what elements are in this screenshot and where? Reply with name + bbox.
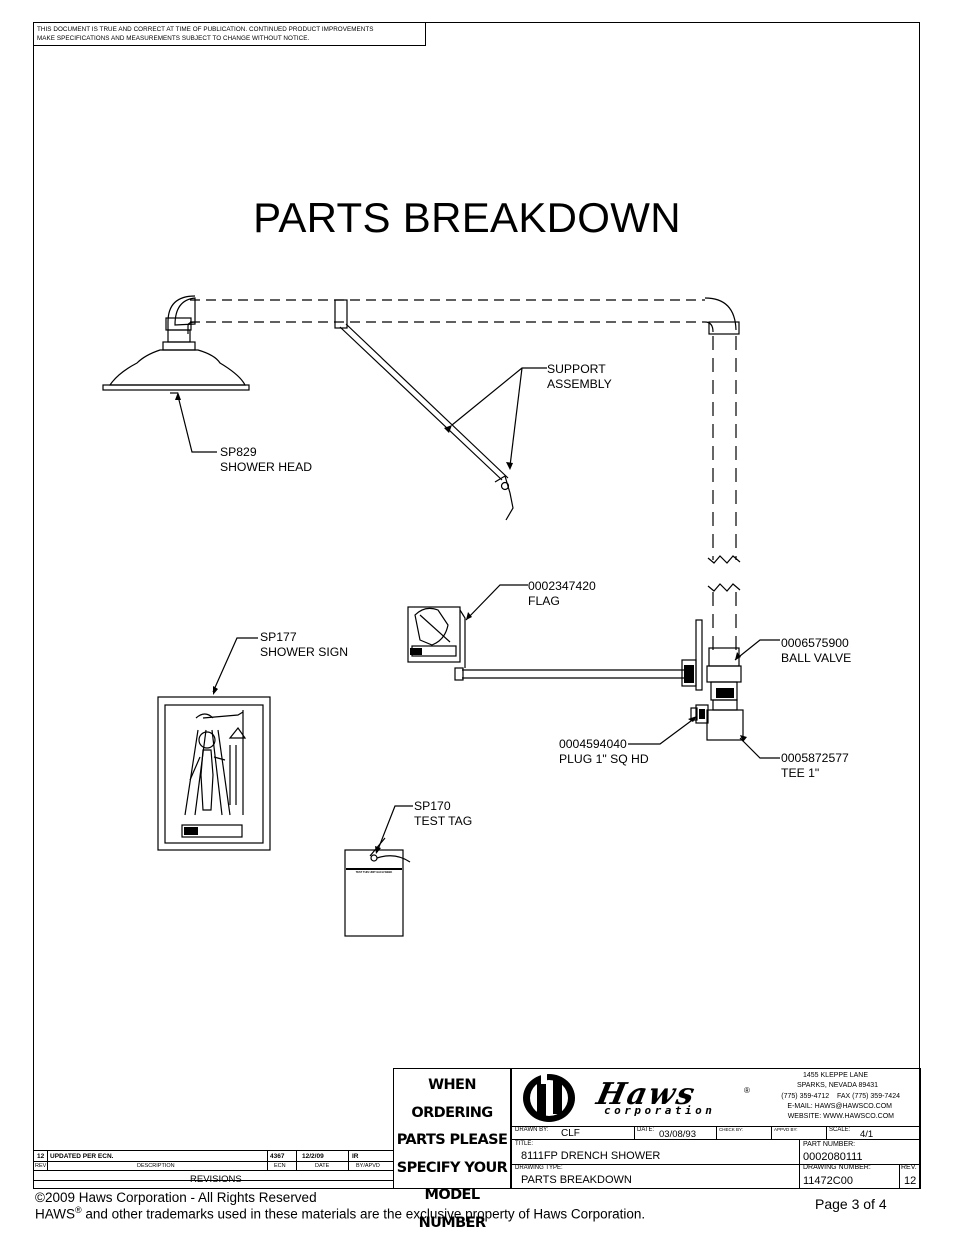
revision-header-by: BY/APVD [356,1163,380,1169]
ordering-note-line-4: MODEL NUMBER [418,1187,486,1231]
part-name-line-2: ASSEMBLY [547,377,612,391]
revisions-grid [33,1150,394,1181]
part-name: BALL VALVE [781,651,852,665]
company-email: E-MAIL: HAWS@HAWSCO.COM [787,1102,892,1110]
address-line-2: SPARKS, NEVADA 89431 [796,1082,878,1090]
trademark-brand: HAWS [35,1206,75,1222]
trademark-notice: HAWS® and other trademarks used in these… [35,1205,646,1222]
rev-value: 12 [904,1175,917,1187]
revisions-caption: REVISIONS [190,1174,242,1185]
drawn-by-value: CLF [561,1128,580,1139]
date-value: 03/08/93 [659,1129,696,1140]
company-website: WEBSITE: WWW.HAWSCO.COM [787,1113,894,1121]
date-label: DATE: [637,1127,655,1133]
disclaimer-notice: THIS DOCUMENT IS TRUE AND CORRECT AT TIM… [33,22,426,46]
title-block-grid [511,1068,921,1189]
part-label-flag: 0002347420 FLAG [528,579,596,609]
revision-header-ecn: ECN [274,1163,286,1169]
part-label-support-assembly: SUPPORT ASSEMBLY [547,362,612,392]
part-label-tee: 0005872577 TEE 1" [781,751,849,781]
company-address: 1455 KLEPPE LANE SPARKS, NEVADA 89431 (7… [760,1071,900,1122]
drawing-number-label: DRAWING NUMBER: [803,1164,871,1171]
notice-line-2: MAKE SPECIFICATIONS AND MEASUREMENTS SUB… [37,35,310,42]
notice-line-1: THIS DOCUMENT IS TRUE AND CORRECT AT TIM… [37,26,374,33]
part-label-plug: 0004594040 PLUG 1" SQ HD [559,737,649,767]
revision-ecn: 4367 [270,1153,285,1160]
part-number-value: 0002080111 [803,1151,863,1163]
part-number: 0002347420 [528,579,596,593]
part-name-line-1: SUPPORT [547,362,606,376]
part-name: SHOWER HEAD [220,460,313,474]
registered-mark: ® [744,1086,750,1095]
revision-by: IR [352,1153,359,1160]
tag-text: TEST THIS UNIT EACH WEEK [355,871,393,874]
revision-header-rev: REV [35,1163,47,1169]
part-name: TEE 1" [781,766,820,780]
drawing-type-label: DRAWING TYPE: [515,1165,563,1171]
haws-logo-icon [523,1072,575,1122]
part-number: SP829 [220,445,257,459]
revision-date: 12/2/09 [302,1153,324,1160]
part-number: 0004594040 [559,737,627,751]
ordering-note-line-3: SPECIFY YOUR [396,1159,508,1176]
address-line-1: 1455 KLEPPE LANE [803,1072,868,1079]
drawing-title-value: 8111FP DRENCH SHOWER [521,1150,661,1162]
part-number: 0005872577 [781,751,849,765]
company-phone: (775) 359-4712 FAX (775) 359-7424 [781,1092,900,1100]
part-name: TEST TAG [414,814,473,828]
part-number: 0006575900 [781,636,849,650]
part-name: FLAG [528,594,560,608]
part-name: SHOWER SIGN [260,645,349,659]
part-label-shower-head: SP829 SHOWER HEAD [220,445,312,475]
approved-by-label: APPVD BY: [774,1127,798,1132]
ordering-note-line-2: PARTS PLEASE [396,1132,508,1148]
scale-label: SCALE: [829,1127,851,1133]
scale-value: 4/1 [860,1129,874,1140]
company-logo-subtext: corporation [604,1104,716,1117]
revision-description: UPDATED PER ECN. [50,1153,114,1160]
revision-header-date: DATE [315,1163,330,1169]
drawn-by-label: DRAWN BY: [515,1127,549,1133]
check-by-label: CHECK BY: [719,1127,744,1132]
part-label-test-tag: SP170 TEST TAG [414,799,472,829]
copyright-notice: ©2009 Haws Corporation - All Rights Rese… [35,1190,317,1205]
ordering-note: WHEN ORDERING PARTS PLEASE SPECIFY YOUR … [393,1068,511,1231]
part-label-ball-valve: 0006575900 BALL VALVE [781,636,851,666]
revision-header-description: DESCRIPTION [137,1163,175,1169]
part-label-shower-sign: SP177 SHOWER SIGN [260,630,348,660]
trademark-text: and other trademarks used in these mater… [81,1206,646,1222]
part-number: SP177 [260,630,297,644]
part-number-label: PART NUMBER: [803,1141,856,1148]
ordering-note-line-1: WHEN ORDERING [411,1077,493,1121]
page-title: PARTS BREAKDOWN [253,194,681,241]
part-number: SP170 [414,799,451,813]
drawing-type-value: PARTS BREAKDOWN [521,1174,632,1186]
part-name: PLUG 1" SQ HD [559,752,649,766]
rev-label: REV. [901,1164,917,1171]
drawing-number-value: 11472C00 [803,1175,853,1187]
title-label: TITLE: [515,1141,534,1147]
page-number: Page 3 of 4 [815,1196,887,1212]
revision-number: 12 [37,1153,45,1160]
